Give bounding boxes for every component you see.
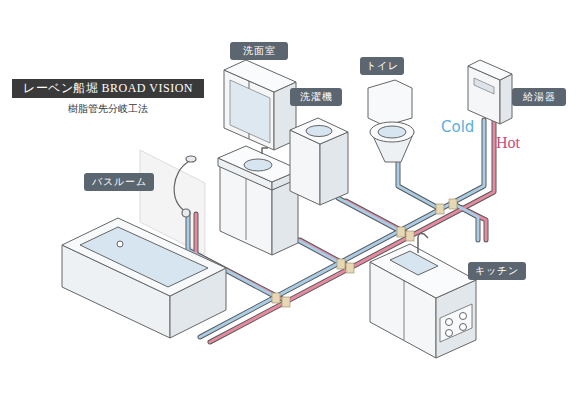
room-tag: トイレ bbox=[360, 57, 404, 75]
shower-part bbox=[182, 209, 190, 217]
washing-machine-part bbox=[290, 118, 348, 144]
room-tag: 洗濯機 bbox=[290, 88, 342, 106]
pipe-joint-part bbox=[397, 227, 405, 237]
kitchen-part bbox=[404, 280, 405, 340]
water-heater-part bbox=[500, 74, 512, 124]
pipe-label: Cold bbox=[441, 118, 474, 136]
cold-pipe-part bbox=[292, 237, 340, 263]
vanity-part bbox=[244, 159, 272, 171]
washing-machine bbox=[290, 118, 348, 205]
room-tag: 洗面室 bbox=[230, 42, 288, 60]
pipe-joint-part bbox=[436, 204, 444, 214]
room-name: 洗面室 bbox=[243, 45, 276, 58]
toilet bbox=[368, 80, 414, 162]
bathtub-part bbox=[62, 218, 226, 296]
cold-pipe-part bbox=[398, 150, 440, 209]
pipe-joint-part bbox=[282, 297, 290, 307]
water-heater-part bbox=[474, 78, 494, 94]
kitchen-part bbox=[418, 234, 428, 254]
pipe-outline-part bbox=[338, 198, 400, 231]
room-tag: キッチン bbox=[468, 262, 526, 280]
kitchen-part bbox=[440, 304, 472, 342]
kitchen-part bbox=[446, 330, 453, 337]
bathtub bbox=[62, 218, 226, 338]
vanity-part bbox=[218, 146, 300, 182]
room-name: 給湯器 bbox=[523, 91, 556, 104]
pipe-joint-part bbox=[337, 259, 345, 269]
pipe-joint-part bbox=[272, 293, 280, 303]
toilet-part bbox=[368, 80, 412, 126]
room-name: バスルーム bbox=[92, 176, 147, 189]
room-name: キッチン bbox=[475, 265, 519, 278]
shower bbox=[174, 156, 196, 217]
water-heater bbox=[468, 60, 512, 124]
cold-pipe-part bbox=[338, 198, 400, 231]
room-tag: バスルーム bbox=[84, 173, 154, 191]
bathtub-part bbox=[80, 227, 208, 287]
washing-machine-part bbox=[320, 132, 348, 205]
kitchen-part bbox=[460, 324, 467, 331]
title-band: レーベン船堀 BROAD VISION bbox=[12, 79, 204, 98]
kitchen-part bbox=[446, 319, 453, 326]
vanity-part bbox=[230, 80, 270, 143]
room-name: トイレ bbox=[366, 60, 399, 73]
vanity bbox=[218, 60, 300, 255]
kitchen-part bbox=[370, 244, 476, 298]
room-tag: 給湯器 bbox=[512, 88, 566, 106]
pipe-joint-part bbox=[406, 231, 414, 241]
toilet-part bbox=[370, 122, 414, 142]
caption-text: 樹脂管先分岐工法 bbox=[12, 102, 204, 116]
room-name: 洗濯機 bbox=[300, 91, 333, 104]
shower-part bbox=[186, 156, 196, 162]
pipe-joint-part bbox=[449, 199, 457, 209]
hot-pipe-part bbox=[462, 208, 486, 240]
pipe-label: Hot bbox=[496, 134, 520, 152]
kitchen bbox=[370, 234, 476, 359]
vanity-part bbox=[246, 178, 247, 240]
bathtub-part bbox=[117, 241, 123, 247]
washing-machine-part bbox=[306, 126, 332, 137]
title-text: レーベン船堀 BROAD VISION bbox=[23, 80, 193, 97]
pipe-joint-part bbox=[346, 263, 354, 273]
vanity-part bbox=[262, 148, 268, 154]
pipe-outline-part bbox=[398, 150, 440, 209]
water-heater-part bbox=[468, 60, 512, 80]
shower-part bbox=[174, 162, 188, 212]
kitchen-part bbox=[390, 251, 438, 275]
toilet-part bbox=[378, 126, 406, 138]
pipe-outline-part bbox=[292, 237, 340, 263]
kitchen-part bbox=[460, 313, 467, 320]
